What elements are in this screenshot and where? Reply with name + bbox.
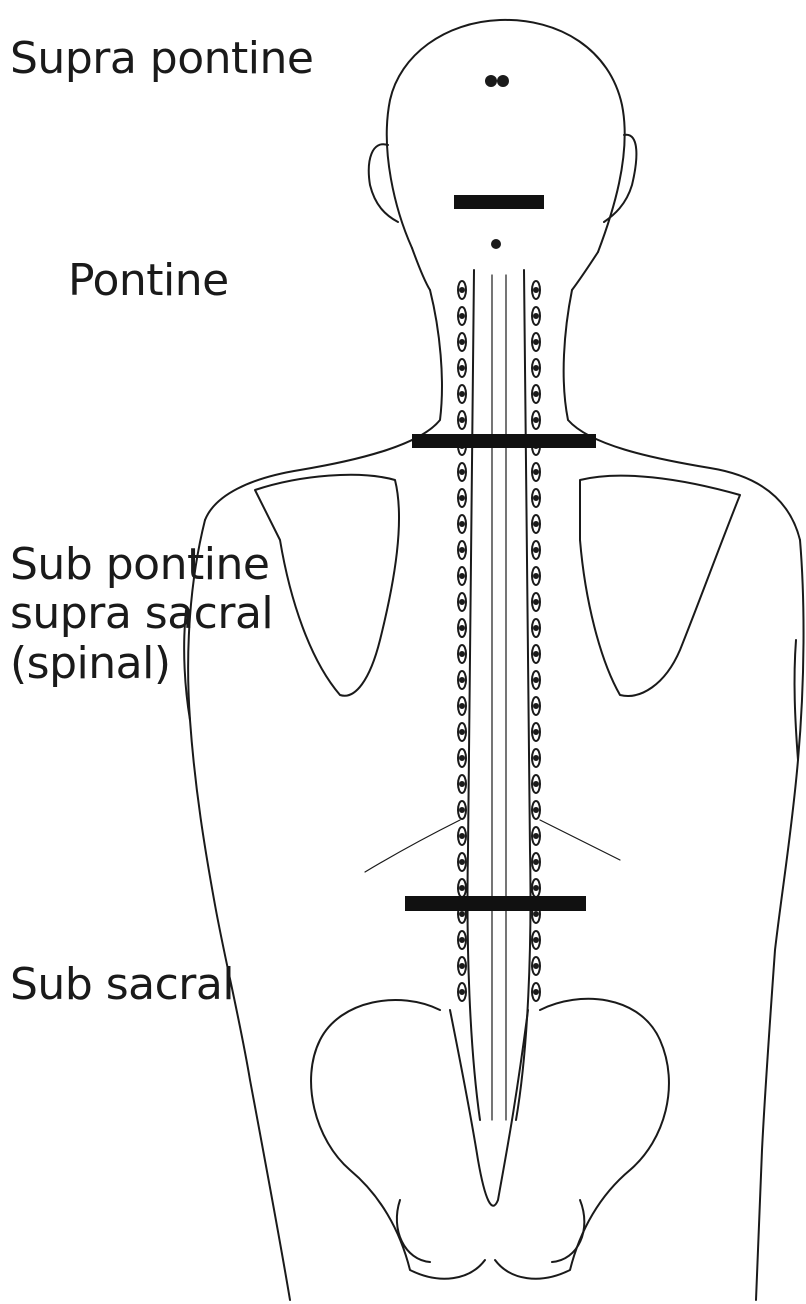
left-scapula bbox=[255, 475, 399, 696]
hairline-right bbox=[572, 252, 598, 290]
vertebra-dot-right-5 bbox=[534, 418, 538, 422]
vertebra-dot-right-23 bbox=[534, 886, 538, 890]
vertebra-dot-right-7 bbox=[534, 470, 538, 474]
nerve-branch-left bbox=[365, 820, 460, 872]
vertebra-dot-left-26 bbox=[460, 964, 464, 968]
vertebra-dot-right-0 bbox=[534, 288, 538, 292]
label-pontine: Pontine bbox=[68, 256, 229, 305]
spinal-cord-right bbox=[516, 270, 530, 1120]
head-outline bbox=[387, 20, 625, 252]
vertebra-dot-right-16 bbox=[534, 704, 538, 708]
vertebra-dot-left-8 bbox=[460, 496, 464, 500]
vertebra-dot-right-25 bbox=[534, 938, 538, 942]
vertebra-dot-right-14 bbox=[534, 652, 538, 656]
divider-sacral bbox=[405, 896, 586, 911]
vertebra-dot-right-8 bbox=[534, 496, 538, 500]
vertebra-dot-right-24 bbox=[534, 912, 538, 916]
divider-supra-pontine bbox=[454, 195, 544, 209]
vertebra-dot-left-7 bbox=[460, 470, 464, 474]
vertebra-dot-left-22 bbox=[460, 860, 464, 864]
vertebra-dot-right-19 bbox=[534, 782, 538, 786]
vertebra-dot-left-15 bbox=[460, 678, 464, 682]
vertebra-dot-left-27 bbox=[460, 990, 464, 994]
right-arm-line bbox=[795, 640, 798, 760]
spinal-cord-left bbox=[468, 270, 481, 1120]
label-sub-pontine-supra-sacral: Sub pontine supra sacral (spinal) bbox=[10, 540, 273, 688]
label-sub-pontine-line1: Sub pontine bbox=[10, 540, 273, 589]
nerve-branch-right bbox=[540, 820, 620, 860]
vertebra-dot-right-4 bbox=[534, 392, 538, 396]
vertebra-dot-left-14 bbox=[460, 652, 464, 656]
vertebra-dot-left-2 bbox=[460, 340, 464, 344]
vertebra-dot-left-10 bbox=[460, 548, 464, 552]
vertebra-dot-left-16 bbox=[460, 704, 464, 708]
pelvis-left bbox=[311, 1000, 485, 1279]
neck-right bbox=[564, 290, 800, 540]
vertebra-dot-right-26 bbox=[534, 964, 538, 968]
vertebra-dot-left-1 bbox=[460, 314, 464, 318]
vertebra-dot-left-3 bbox=[460, 366, 464, 370]
vertebra-dot-left-9 bbox=[460, 522, 464, 526]
vertebra-dot-right-21 bbox=[534, 834, 538, 838]
neck-left bbox=[205, 290, 442, 520]
vertebra-dot-right-11 bbox=[534, 574, 538, 578]
brain-marker-right bbox=[497, 75, 509, 87]
vertebra-dot-left-24 bbox=[460, 912, 464, 916]
vertebra-dot-right-10 bbox=[534, 548, 538, 552]
vertebra-dot-left-17 bbox=[460, 730, 464, 734]
vertebra-dot-right-2 bbox=[534, 340, 538, 344]
label-supra-pontine: Supra pontine bbox=[10, 34, 313, 83]
vertebra-dot-left-11 bbox=[460, 574, 464, 578]
vertebra-dot-left-20 bbox=[460, 808, 464, 812]
brain-marker-left bbox=[485, 75, 497, 87]
left-hip-joint bbox=[397, 1200, 430, 1262]
right-scapula bbox=[580, 476, 740, 696]
vertebra-dot-right-22 bbox=[534, 860, 538, 864]
left-ear bbox=[369, 144, 398, 222]
label-sub-sacral: Sub sacral bbox=[10, 960, 234, 1009]
vertebra-dot-left-21 bbox=[460, 834, 464, 838]
vertebra-dot-right-17 bbox=[534, 730, 538, 734]
vertebra-dot-left-18 bbox=[460, 756, 464, 760]
right-hip-joint bbox=[552, 1200, 584, 1262]
vertebra-dot-left-12 bbox=[460, 600, 464, 604]
vertebra-dot-right-3 bbox=[534, 366, 538, 370]
vertebra-dot-left-23 bbox=[460, 886, 464, 890]
spinal-canal-inner bbox=[492, 275, 506, 1120]
vertebra-dot-right-12 bbox=[534, 600, 538, 604]
hairline-left bbox=[412, 248, 430, 290]
vertebra-dot-left-0 bbox=[460, 288, 464, 292]
pons-marker bbox=[491, 239, 501, 249]
torso-right bbox=[756, 540, 804, 1300]
label-sub-pontine-line3: (spinal) bbox=[10, 639, 273, 688]
vertebra-dot-left-25 bbox=[460, 938, 464, 942]
vertebra-dot-right-27 bbox=[534, 990, 538, 994]
sacrum bbox=[450, 1010, 528, 1206]
vertebra-dot-left-5 bbox=[460, 418, 464, 422]
divider-pontine bbox=[412, 434, 596, 448]
vertebra-dot-right-13 bbox=[534, 626, 538, 630]
vertebra-dot-left-4 bbox=[460, 392, 464, 396]
vertebra-dot-left-19 bbox=[460, 782, 464, 786]
vertebra-dot-right-20 bbox=[534, 808, 538, 812]
vertebra-dot-right-9 bbox=[534, 522, 538, 526]
vertebra-dot-right-18 bbox=[534, 756, 538, 760]
vertebra-dot-left-13 bbox=[460, 626, 464, 630]
vertebra-dot-right-1 bbox=[534, 314, 538, 318]
label-sub-pontine-line2: supra sacral bbox=[10, 589, 273, 638]
vertebra-dot-right-15 bbox=[534, 678, 538, 682]
